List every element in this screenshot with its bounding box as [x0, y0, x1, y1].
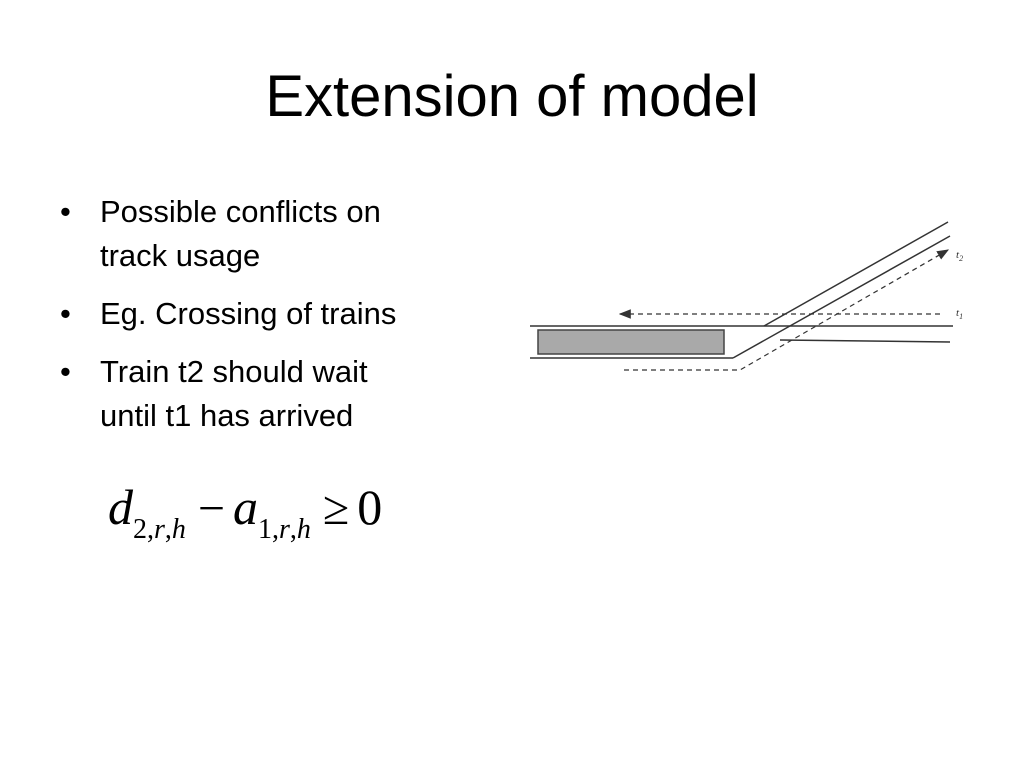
bullet-text-line: track usage — [100, 238, 261, 273]
eq-minus-sign: − — [197, 482, 225, 535]
bullet-item-wait: • Train t2 should wait until t1 has arri… — [58, 350, 498, 438]
platform-block — [537, 329, 725, 355]
bullet-dot-icon: • — [60, 194, 71, 229]
bullet-dot-icon: • — [60, 354, 71, 389]
bullet-dot-icon: • — [60, 296, 71, 331]
bullet-list: • Possible conflicts on track usage • Eg… — [58, 190, 498, 452]
bullet-text-line: Possible conflicts on — [100, 194, 381, 229]
bullet-text-line: Train t2 should wait — [100, 354, 368, 389]
diagonal-track-lower — [732, 235, 951, 359]
crossing-track — [779, 339, 951, 343]
slide-title: Extension of model — [265, 64, 759, 129]
label-t2: t2 — [956, 249, 963, 263]
eq-subscript-d: 2,r,h — [133, 514, 186, 545]
track-crossing-diagram: t2 t1 — [530, 221, 963, 371]
bullet-item-crossing: • Eg. Crossing of trains — [58, 292, 498, 336]
eq-variable-d: d — [108, 479, 133, 535]
constraint-equation: d2,r,h −a1,r,h ≥0 — [108, 478, 382, 546]
eq-subscript-a: 1,r,h — [257, 514, 311, 545]
eq-rhs-zero: 0 — [357, 479, 383, 535]
bullet-text-line: until t1 has arrived — [100, 398, 354, 433]
diagonal-track-upper — [763, 221, 949, 327]
eq-geq-sign: ≥ — [322, 482, 350, 535]
label-t1: t1 — [956, 307, 963, 321]
t2-path-arrow — [624, 249, 950, 371]
bullet-item-conflicts: • Possible conflicts on track usage — [58, 190, 498, 278]
bullet-text-line: Eg. Crossing of trains — [100, 296, 397, 331]
eq-variable-a: a — [232, 479, 258, 535]
